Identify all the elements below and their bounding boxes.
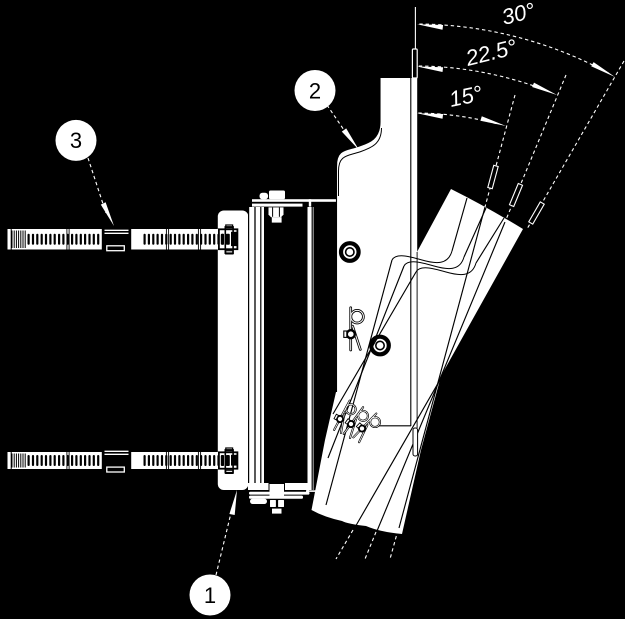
svg-text:3: 3 (70, 128, 82, 153)
svg-text:2: 2 (309, 78, 321, 103)
svg-text:1: 1 (204, 583, 216, 608)
